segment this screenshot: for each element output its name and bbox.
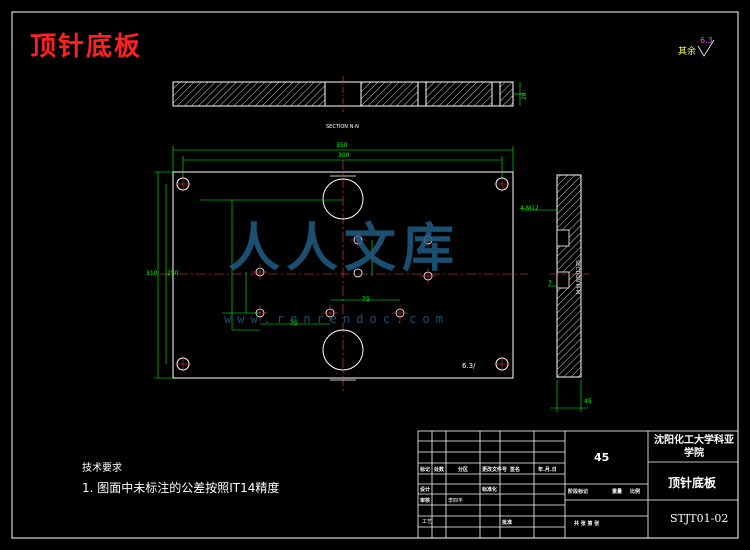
dim-height-inner: 250 <box>167 270 179 277</box>
tb-school: 沈阳化工大学科亚学院 <box>654 435 734 459</box>
watermark-text: 人人文库 <box>228 218 461 279</box>
dim-45: 45 <box>584 398 592 405</box>
dim-75b: 75 <box>362 296 370 303</box>
tech-requirements-line: 1. 图面中未标注的公差按照IT14精度 <box>82 481 280 495</box>
dim-75a: 75 <box>290 320 298 327</box>
roughness-symbol <box>697 39 715 57</box>
dim-overall-width: 350 <box>336 142 348 149</box>
dim-height-outer: 310 <box>146 270 158 277</box>
tb-label-stage: 阶段标记 <box>568 489 589 495</box>
tb-process: 工艺 <box>422 519 433 525</box>
top-view-label: SECTION N-N <box>326 124 359 130</box>
tb-label-sheet: 共 张 第 张 <box>574 521 600 527</box>
tb-drawing-no: STJT01-02 <box>670 512 729 525</box>
tb-label-zone: 分区 <box>458 467 469 473</box>
side-section-view: SECTION M-M <box>522 174 590 412</box>
dim-inner-width: 300 <box>338 152 350 159</box>
watermark-url: www.renrendoc.com <box>224 312 449 326</box>
top-section-view: 20 <box>172 76 528 112</box>
drawing-frame <box>11 11 739 539</box>
tb-label-design: 设计 <box>420 487 431 493</box>
drawing-title: 顶针底板 <box>30 32 143 62</box>
tb-label-standardize: 标准化 <box>482 487 498 493</box>
tb-label-mark: 标记 <box>420 467 431 473</box>
dim-hole-note: 4-M12 <box>520 205 539 212</box>
side-view-label: SECTION M-M <box>574 260 580 294</box>
dim-surface-note: 6.3/ <box>462 362 476 370</box>
tb-label-approve: 批准 <box>502 520 513 526</box>
tb-part-name: 顶针底板 <box>668 476 717 490</box>
svg-text:20: 20 <box>521 92 528 100</box>
roughness-value: 6.3 <box>700 36 713 45</box>
title-block <box>417 430 739 539</box>
tb-label-count: 处数 <box>434 467 445 473</box>
tb-label-change-no: 更改文件号 <box>482 467 508 473</box>
plan-view <box>154 146 528 392</box>
tb-label-weight: 重量 <box>612 489 623 495</box>
top-right-mark: 其余 <box>678 47 697 57</box>
dim-side-7: 7 <box>548 280 552 287</box>
tb-label-review: 审核 <box>420 498 431 504</box>
tb-material-code: 45 <box>594 451 610 464</box>
tb-label-scale: 比例 <box>630 489 641 495</box>
tb-label-sign: 签名 <box>510 467 521 473</box>
tb-label-date: 年.月.日 <box>538 467 557 473</box>
tech-requirements-title: 技术要求 <box>82 463 122 474</box>
tb-designer: 李四平 <box>448 498 464 504</box>
